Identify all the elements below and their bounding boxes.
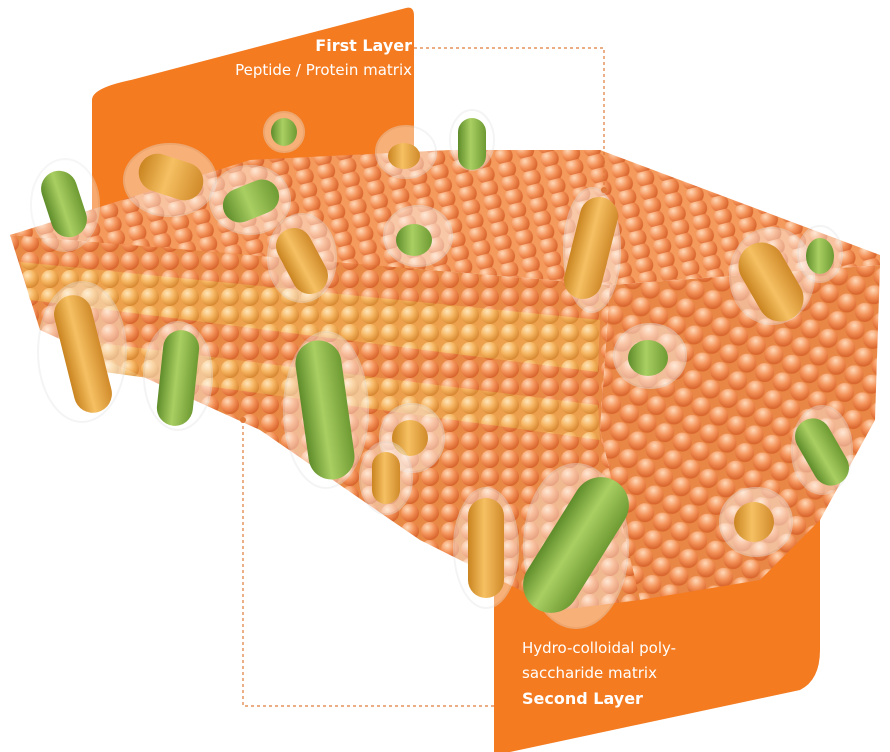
second-layer-label: Hydro-colloidal poly- saccharide matrix …: [522, 636, 676, 711]
first-layer-title: First Layer: [235, 34, 412, 58]
second-layer-title: Second Layer: [522, 686, 676, 711]
second-layer-description-line1: Hydro-colloidal poly-: [522, 636, 676, 661]
first-layer-connector-dot: [601, 187, 607, 193]
first-layer-description: Peptide / Protein matrix: [235, 58, 412, 82]
second-layer-connector-dot: [240, 417, 246, 423]
second-layer-description-line2: saccharide matrix: [522, 661, 676, 686]
first-layer-label: First Layer Peptide / Protein matrix: [235, 34, 412, 82]
